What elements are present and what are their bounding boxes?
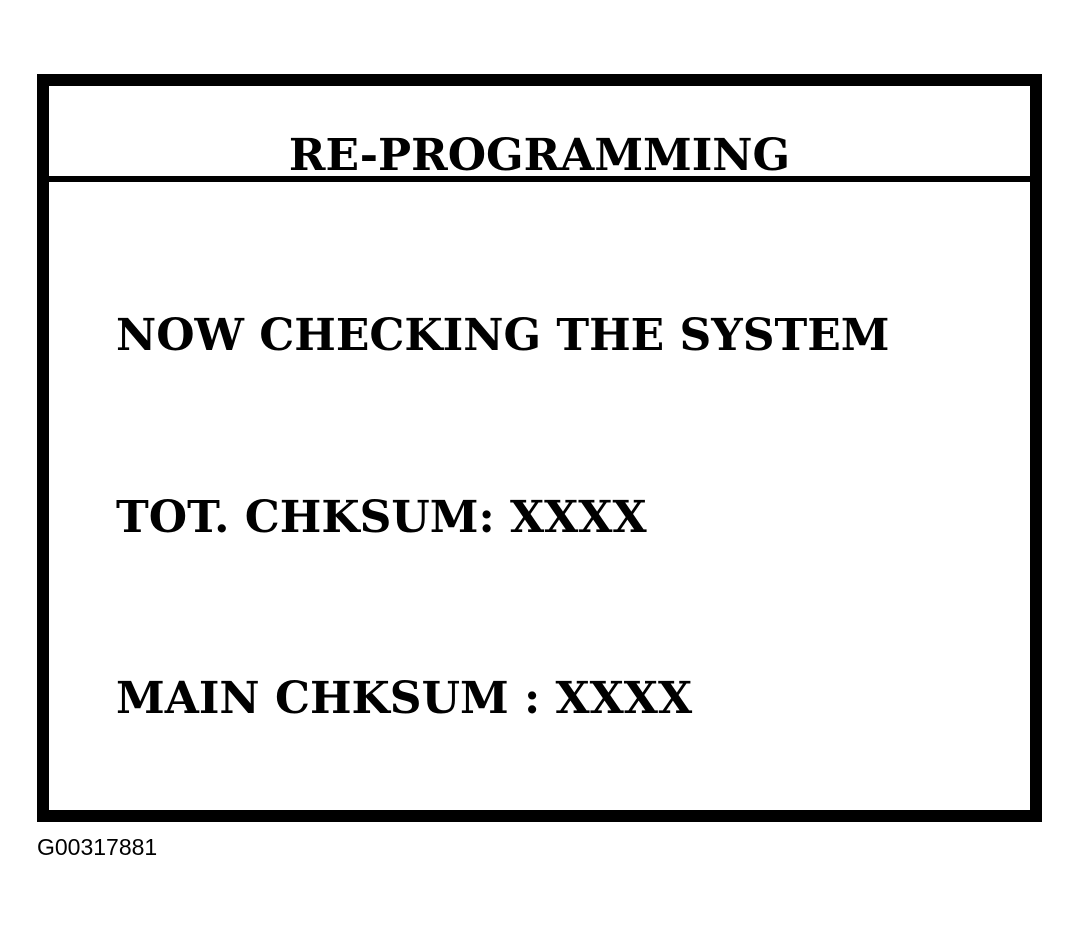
- total-checksum-readout: TOT. CHKSUM: XXXX: [116, 492, 647, 543]
- figure-id-label: G00317881: [37, 834, 158, 860]
- scan-tool-screen: RE-PROGRAMMING NOW CHECKING THE SYSTEM T…: [37, 74, 1042, 822]
- status-message: NOW CHECKING THE SYSTEM: [116, 310, 890, 361]
- screen-header: RE-PROGRAMMING: [49, 86, 1030, 182]
- screen-title: RE-PROGRAMMING: [288, 130, 791, 181]
- main-checksum-readout: MAIN CHKSUM : XXXX: [116, 673, 693, 724]
